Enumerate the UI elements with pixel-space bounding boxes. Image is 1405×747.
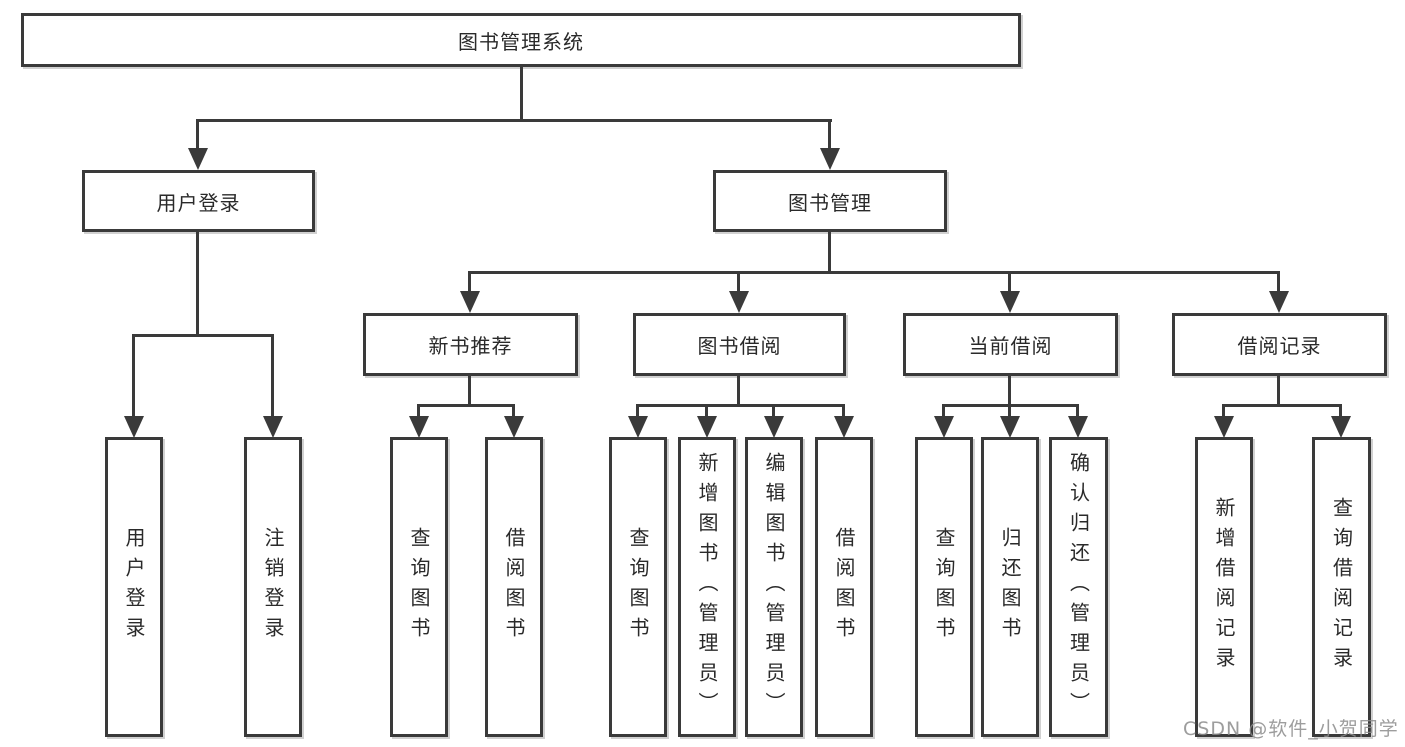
leaf-confirm-return-admin-label: 确认归还（管理员） (1066, 452, 1091, 722)
node-current-borrow: 当前借阅 (903, 313, 1118, 376)
arrow-down-icon (1068, 416, 1088, 438)
node-user-login: 用户登录 (82, 170, 315, 232)
arrow-down-icon (188, 148, 208, 170)
connector-line (1008, 404, 1011, 424)
leaf-borrow-books-label: 借阅图书 (502, 527, 526, 647)
leaf-query-books: 查询图书 (390, 437, 448, 737)
connector-line (737, 376, 740, 407)
arrow-down-icon (1000, 291, 1020, 313)
leaf-query-books-label: 查询图书 (407, 527, 431, 647)
connector-line (271, 334, 274, 420)
leaf-return-books-label: 归还图书 (998, 527, 1022, 647)
connector-line (636, 404, 639, 424)
node-book-management: 图书管理 (713, 170, 947, 232)
node-current-borrow-label: 当前借阅 (968, 334, 1053, 358)
node-borrow-records: 借阅记录 (1172, 313, 1387, 376)
arrow-down-icon (764, 416, 784, 438)
leaf-borrow-books: 借阅图书 (485, 437, 543, 737)
leaf-borrow-books-label: 借阅图书 (832, 527, 856, 647)
connector-line (417, 404, 515, 407)
node-user-login-label: 用户登录 (156, 190, 241, 215)
connector-line (1008, 271, 1011, 293)
connector-line (1222, 404, 1342, 407)
arrow-down-icon (1000, 416, 1020, 438)
connector-line (636, 404, 845, 407)
leaf-add-borrow-record-label: 新增借阅记录 (1212, 497, 1236, 677)
leaf-query-books-label: 查询图书 (932, 527, 956, 647)
connector-line (520, 67, 523, 122)
leaf-logout-label: 注销登录 (261, 527, 285, 647)
connector-line (1222, 404, 1225, 424)
connector-line (196, 232, 199, 337)
leaf-query-books: 查询图书 (915, 437, 973, 737)
connector-line (1008, 376, 1011, 407)
node-book-management-label: 图书管理 (788, 190, 872, 215)
connector-line (132, 334, 135, 420)
leaf-query-books-label: 查询图书 (626, 527, 650, 647)
connector-line (468, 376, 471, 407)
leaf-return-books: 归还图书 (981, 437, 1039, 737)
leaf-add-books-admin-label: 新增图书（管理员） (695, 452, 719, 722)
connector-line (196, 119, 199, 150)
arrow-down-icon (124, 416, 144, 438)
connector-line (842, 404, 845, 424)
leaf-edit-books-admin-label: 编辑图书（管理员） (762, 452, 786, 722)
connector-line (468, 271, 471, 293)
watermark: CSDN @软件_小贺同学 (1183, 718, 1399, 740)
connector-line (828, 232, 831, 274)
arrow-down-icon (934, 416, 954, 438)
connector-line (942, 404, 945, 424)
connector-line (705, 404, 708, 424)
connector-line (417, 404, 420, 424)
arrow-down-icon (729, 291, 749, 313)
leaf-logout: 注销登录 (244, 437, 302, 737)
leaf-query-books: 查询图书 (609, 437, 667, 737)
node-root: 图书管理系统 (21, 13, 1021, 67)
node-book-borrow: 图书借阅 (633, 313, 846, 376)
node-new-book-recommend-label: 新书推荐 (428, 334, 513, 358)
arrow-down-icon (628, 416, 648, 438)
arrow-down-icon (504, 416, 524, 438)
node-new-book-recommend: 新书推荐 (363, 313, 578, 376)
connector-line (1076, 404, 1079, 424)
connector-line (512, 404, 515, 424)
connector-line (1339, 404, 1342, 424)
arrow-down-icon (1331, 416, 1351, 438)
arrow-down-icon (1269, 291, 1289, 313)
leaf-borrow-books: 借阅图书 (815, 437, 873, 737)
leaf-user-login-label: 用户登录 (122, 527, 146, 647)
arrow-down-icon (697, 416, 717, 438)
leaf-query-borrow-record-label: 查询借阅记录 (1329, 497, 1354, 677)
connector-line (196, 119, 832, 122)
connector-line (737, 271, 740, 293)
node-borrow-records-label: 借阅记录 (1237, 334, 1322, 358)
leaf-add-books-admin: 新增图书（管理员） (678, 437, 736, 737)
arrow-down-icon (460, 291, 480, 313)
leaf-query-borrow-record: 查询借阅记录 (1312, 437, 1371, 737)
connector-line (1277, 271, 1280, 293)
arrow-down-icon (820, 148, 840, 170)
arrow-down-icon (834, 416, 854, 438)
connector-line (772, 404, 775, 424)
leaf-confirm-return-admin: 确认归还（管理员） (1049, 437, 1108, 737)
arrow-down-icon (263, 416, 283, 438)
connector-line (1277, 376, 1280, 407)
node-book-borrow-label: 图书借阅 (697, 334, 782, 358)
connector-line (468, 271, 1280, 274)
leaf-user-login: 用户登录 (105, 437, 163, 737)
arrow-down-icon (409, 416, 429, 438)
node-root-label: 图书管理系统 (458, 29, 584, 54)
connector-line (132, 334, 274, 337)
leaf-add-borrow-record: 新增借阅记录 (1195, 437, 1253, 737)
connector-line (828, 119, 831, 150)
leaf-edit-books-admin: 编辑图书（管理员） (745, 437, 803, 737)
arrow-down-icon (1214, 416, 1234, 438)
